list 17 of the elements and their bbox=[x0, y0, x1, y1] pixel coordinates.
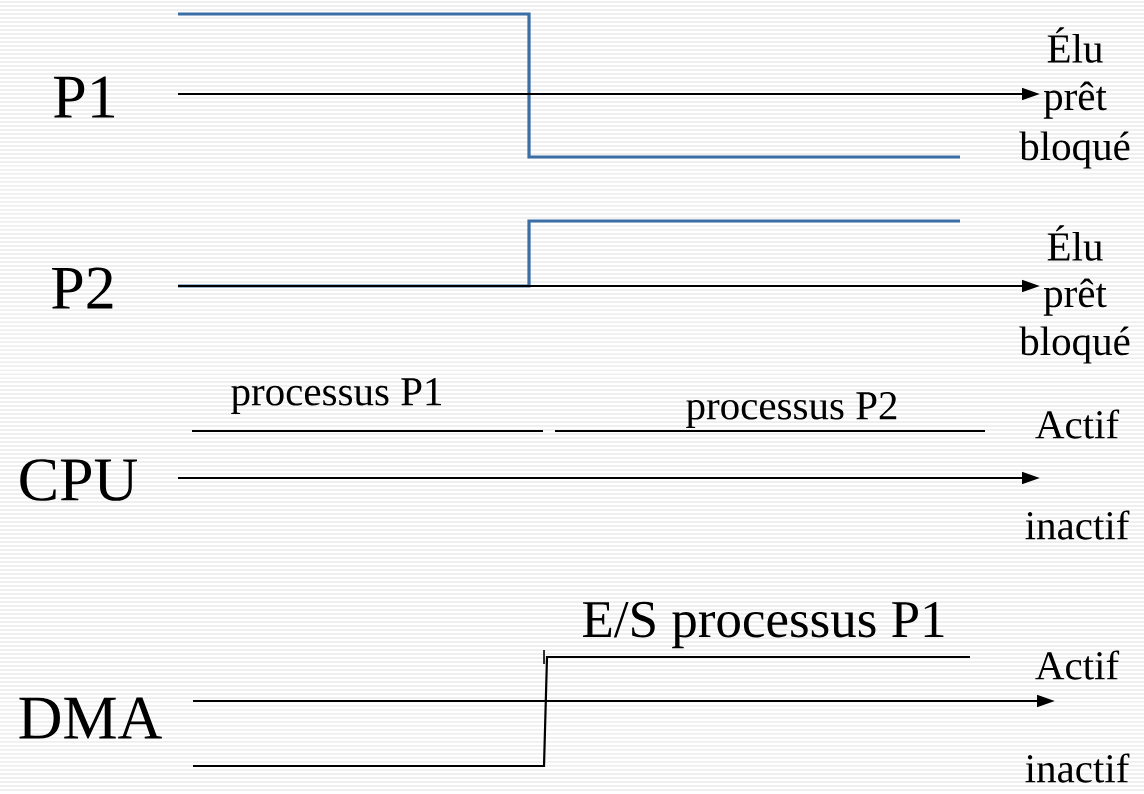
state-label: inactif bbox=[1025, 510, 1130, 540]
state-label: prêt bbox=[1043, 81, 1107, 119]
state-label: Actif bbox=[1035, 650, 1120, 680]
state-label: Élu bbox=[1047, 27, 1103, 63]
phase-label: processus P2 bbox=[686, 392, 897, 428]
state-label: prêt bbox=[1043, 278, 1107, 316]
state-label: inactif bbox=[1025, 753, 1130, 783]
state-label: Actif bbox=[1035, 409, 1120, 439]
signal-name: P1 bbox=[54, 76, 115, 118]
state-label: bloqué bbox=[1019, 131, 1130, 169]
state-label: Élu bbox=[1047, 225, 1103, 261]
state-label: bloqué bbox=[1019, 326, 1130, 364]
phase-label: processus P1 bbox=[231, 378, 441, 414]
phase-label: E/S processus P1 bbox=[583, 601, 944, 649]
signal-name: CPU bbox=[20, 459, 137, 501]
signal-name: P2 bbox=[52, 267, 113, 309]
signal-name: DMA bbox=[19, 697, 162, 739]
